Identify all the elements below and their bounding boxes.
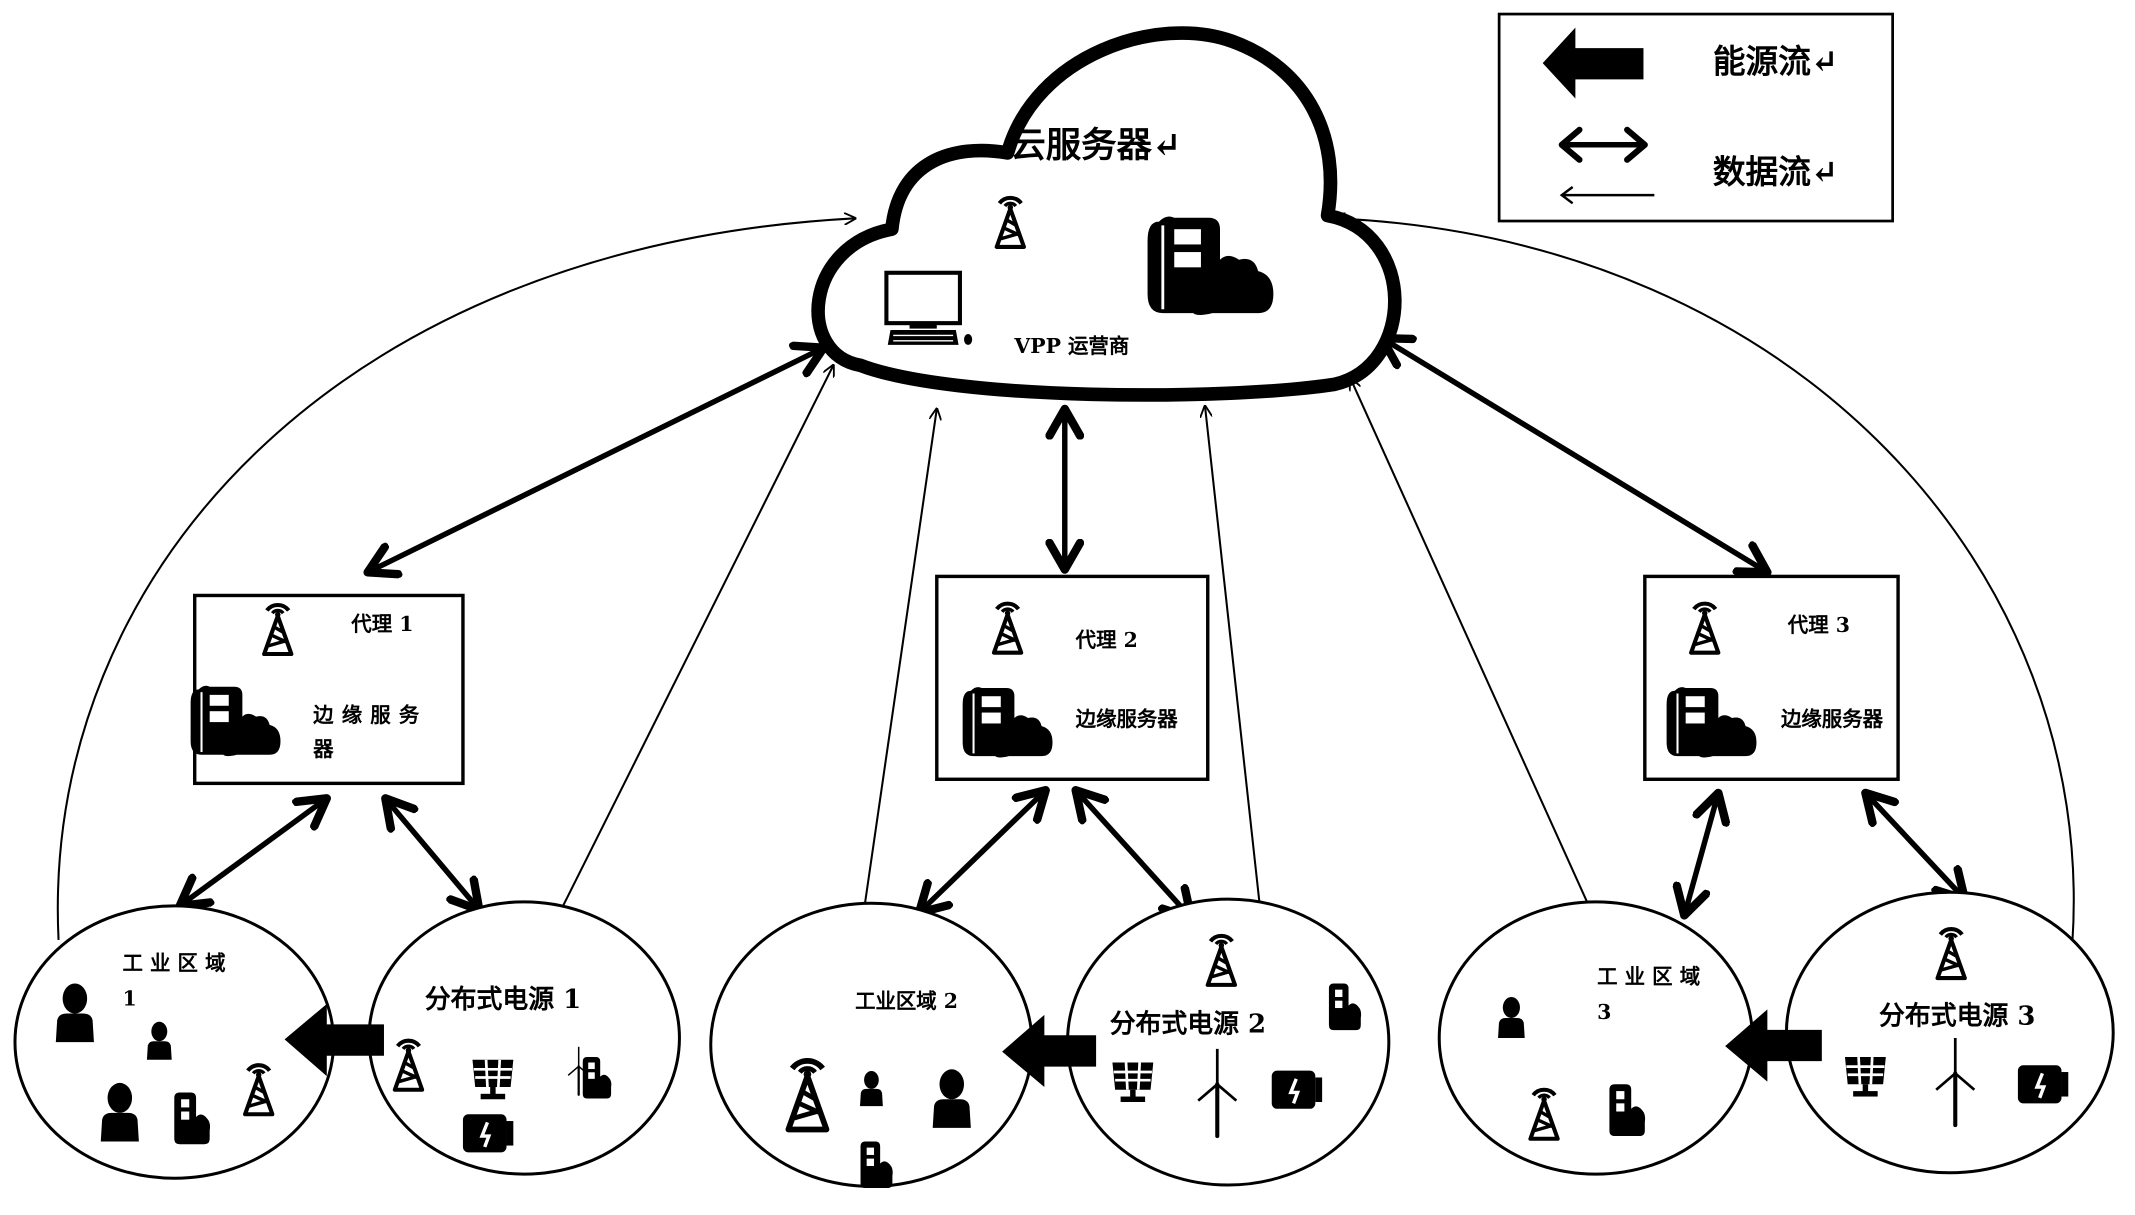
area-label: 工 业 区 域 — [1597, 965, 1700, 989]
source-label: 分布式电源 3 — [1879, 1001, 2035, 1031]
agent-1: 代理 1 边缘服务 器 — [189, 593, 465, 786]
industrial-area-3: 工 业 区 域 3 — [1437, 900, 1754, 1176]
thin-arrow-legend-icon — [1559, 186, 1655, 205]
link-cloud-agent3 — [1382, 338, 1767, 572]
battery-icon — [461, 1112, 516, 1155]
area-ellipse — [1437, 900, 1754, 1176]
industrial-area-1: 工 业 区 域 1 — [13, 904, 336, 1180]
data-link-area2-to-cloud — [863, 409, 937, 907]
area-label: 工 业 区 域 — [123, 951, 226, 975]
link-agent1-source1 — [385, 798, 479, 910]
source-label: 分布式电源 2 — [1110, 1010, 1266, 1040]
industrial-area-2: 工业区域 2 — [709, 901, 1034, 1189]
agent-2: 代理 2 边缘服务器 — [935, 574, 1210, 781]
link-agent2-source2 — [1076, 790, 1192, 918]
energy-flow-arrow-1 — [284, 1003, 384, 1077]
data-link-area3-to-cloud — [1351, 379, 1589, 904]
legend: 能源流↵ 数据流↵ — [1497, 12, 1894, 223]
source-ellipse — [1066, 897, 1391, 1187]
agent-title: 代理 1 — [350, 612, 413, 636]
agent-title: 代理 3 — [1787, 613, 1850, 637]
cloud-title: 云服务器↵ — [1010, 125, 1181, 166]
vpp-operator-label: VPP 运营商 — [1013, 334, 1129, 358]
cloud-server: 云服务器↵ VPP 运营商 — [811, 26, 1402, 402]
energy-flow-arrow-2 — [1002, 1014, 1097, 1088]
data-link-source1-to-cloud — [560, 365, 833, 911]
source-ellipse — [367, 900, 681, 1176]
distributed-source-3: 分布式电源 3 — [1784, 890, 2115, 1175]
energy-flow-legend-icon — [1542, 27, 1644, 99]
area-label-line2: 3 — [1597, 1000, 1611, 1024]
outer-data-links — [56, 218, 2075, 943]
data-link-source3-to-cloud — [1334, 218, 2075, 943]
link-cloud-agent1 — [368, 348, 824, 573]
double-arrow-legend-icon — [1558, 126, 1648, 163]
energy-flow-arrow-3 — [1725, 1009, 1822, 1082]
edge-server-label: 边缘服务器 — [1076, 707, 1179, 731]
distributed-source-1: 分布式电源 1 — [367, 900, 681, 1176]
area-label-line2: 1 — [123, 986, 137, 1010]
data-link-area1-to-cloud — [56, 218, 855, 941]
data-flow-legend-label: 数据流↵ — [1713, 152, 1838, 191]
edge-server-label: 边缘服务 — [313, 703, 427, 727]
agent-title: 代理 2 — [1075, 628, 1138, 652]
data-link-source2-to-cloud — [1205, 406, 1262, 916]
link-agent3-area3 — [1684, 793, 1718, 916]
agent-3: 代理 3 边缘服务器 — [1643, 574, 1900, 781]
edge-server-label-line2: 器 — [312, 737, 334, 761]
link-agent2-area2 — [919, 790, 1046, 913]
link-agent1-area1 — [180, 798, 327, 906]
area-label: 工业区域 2 — [855, 989, 958, 1013]
battery-icon — [2016, 1063, 2070, 1106]
battery-icon — [1270, 1068, 1324, 1111]
source-label: 分布式电源 1 — [425, 985, 581, 1015]
edge-server-label: 边缘服务器 — [1781, 707, 1884, 731]
link-agent3-source3 — [1865, 793, 1964, 899]
distributed-source-2: 分布式电源 2 — [1066, 897, 1391, 1187]
bidirectional-data-links — [180, 338, 1965, 918]
energy-flow-legend-label: 能源流↵ — [1713, 42, 1838, 81]
